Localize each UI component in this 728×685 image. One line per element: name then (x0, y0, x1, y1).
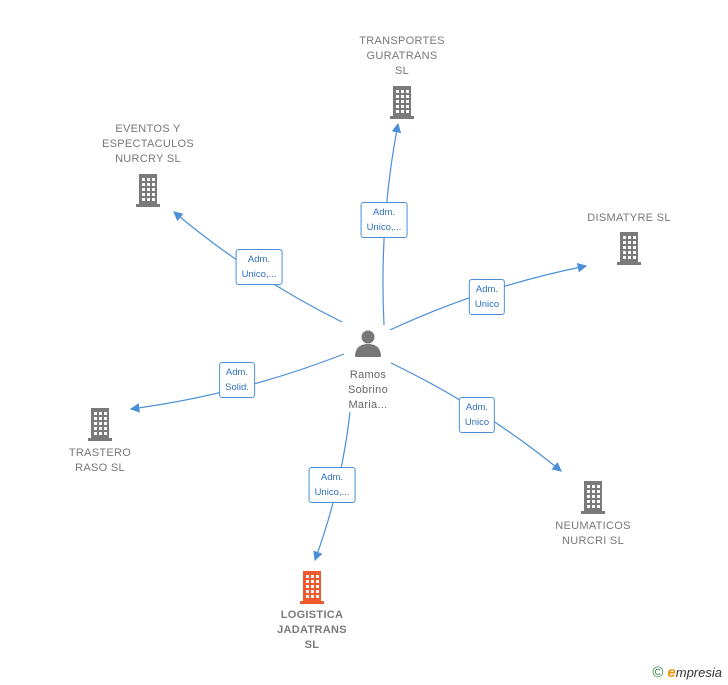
building-icon[interactable] (386, 84, 418, 120)
building-icon[interactable] (577, 479, 609, 515)
edge-label-eventos[interactable]: Adm. Unico,... (235, 249, 283, 285)
company-name-transportes[interactable]: TRANSPORTES GURATRANS SL (359, 35, 445, 77)
building-icon[interactable] (84, 406, 116, 442)
edge-label-logistica[interactable]: Adm. Unico,... (308, 467, 356, 503)
empresia-logo-initial: e (667, 664, 676, 681)
building-icon[interactable] (613, 230, 645, 266)
building-icon[interactable] (296, 569, 328, 605)
company-name-neumaticos[interactable]: NEUMATICOS NURCRI SL (555, 520, 631, 547)
copyright-symbol: © (652, 664, 664, 681)
company-name-dismatyre[interactable]: DISMATYRE SL (587, 212, 671, 224)
person-icon[interactable] (352, 327, 384, 359)
empresia-logo-text: mpresia (675, 665, 722, 680)
building-icon[interactable] (132, 172, 164, 208)
company-name-trastero[interactable]: TRASTERO RASO SL (68, 447, 132, 474)
person-name[interactable]: Ramos Sobrino Maria... (347, 369, 389, 411)
edge-label-dismatyre[interactable]: Adm. Unico (468, 279, 506, 315)
edge-label-trastero[interactable]: Adm. Solid. (219, 362, 255, 398)
company-name-logistica[interactable]: LOGISTICA JADATRANS SL (277, 609, 347, 651)
company-name-eventos[interactable]: EVENTOS Y ESPECTACULOS NURCRY SL (101, 123, 195, 165)
edge-label-transportes[interactable]: Adm. Unico,... (360, 202, 408, 238)
empresia-footer: ©empresia (652, 664, 722, 681)
edge-label-neumaticos[interactable]: Adm. Unico (458, 397, 496, 433)
